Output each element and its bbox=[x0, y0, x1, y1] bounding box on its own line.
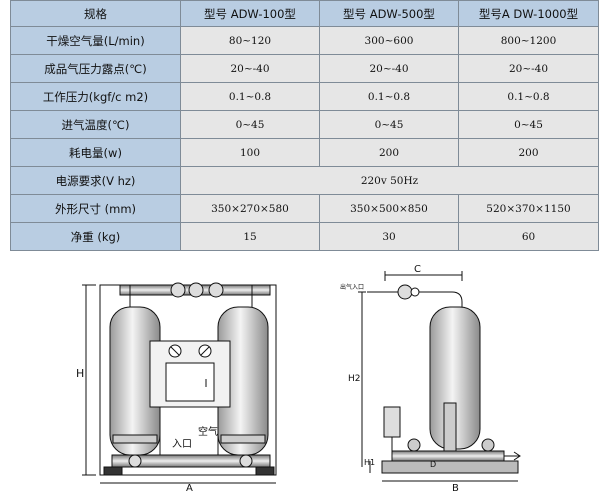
table-cell: 200 bbox=[458, 138, 599, 167]
table-cell: 0~45 bbox=[180, 110, 320, 139]
inlet-label-bottom: 入口 bbox=[172, 439, 192, 450]
table-header-row: 规格 型号 ADW-100型 型号 ADW-500型 型号A DW-1000型 bbox=[10, 0, 599, 27]
table-cell: 30 bbox=[319, 222, 459, 251]
table-cell: 0~45 bbox=[319, 110, 459, 139]
table-row: 外形尺寸 (mm) 350×270×580 350×500×850 520×37… bbox=[10, 194, 599, 223]
front-view-drawing bbox=[82, 282, 277, 484]
table-row: 耗电量(w) 100 200 200 bbox=[10, 138, 599, 167]
side-base-label: H1 bbox=[364, 458, 375, 467]
row-label: 成品气压力露点(℃) bbox=[10, 54, 181, 83]
table-cell: 0.1~0.8 bbox=[458, 82, 599, 111]
header-adw1000: 型号A DW-1000型 bbox=[458, 0, 599, 27]
row-label: 耗电量(w) bbox=[10, 138, 181, 167]
row-label: 净重 (kg) bbox=[10, 222, 181, 251]
table-row: 成品气压力露点(℃) 20~-40 20~-40 20~-40 bbox=[10, 54, 599, 83]
table-row: 进气温度(℃) 0~45 0~45 0~45 bbox=[10, 110, 599, 139]
table-cell: 0.1~0.8 bbox=[319, 82, 459, 111]
side-view-drawing bbox=[358, 271, 521, 482]
header-adw100: 型号 ADW-100型 bbox=[180, 0, 320, 27]
header-spec: 规格 bbox=[10, 0, 181, 27]
row-label: 外形尺寸 (mm) bbox=[10, 194, 181, 223]
table-cell: 350×500×850 bbox=[319, 194, 459, 223]
header-adw500: 型号 ADW-500型 bbox=[319, 0, 459, 27]
table-cell: 20~-40 bbox=[180, 54, 320, 83]
front-height-label: H bbox=[76, 367, 84, 380]
row-label: 电源要求(V hz) bbox=[10, 166, 181, 195]
table-row: 工作压力(kgf/c m2) 0.1~0.8 0.1~0.8 0.1~0.8 bbox=[10, 82, 599, 111]
table-cell: 100 bbox=[180, 138, 320, 167]
side-width-label: B bbox=[452, 483, 459, 494]
side-d-label: D bbox=[430, 460, 436, 469]
row-label: 干燥空气量(L/min) bbox=[10, 26, 181, 55]
side-pipe-label: 出气入口 bbox=[340, 283, 364, 291]
table-cell: 200 bbox=[319, 138, 459, 167]
table-row: 电源要求(V hz) 220v 50Hz bbox=[10, 166, 599, 195]
table-cell: 15 bbox=[180, 222, 320, 251]
inlet-label-top: 空气 bbox=[198, 425, 218, 438]
merged-cell: 220v 50Hz bbox=[180, 166, 599, 195]
table-row: 干燥空气量(L/min) 80~120 300~600 800~1200 bbox=[10, 26, 599, 55]
table-cell: 80~120 bbox=[180, 26, 320, 55]
front-width-label: A bbox=[186, 483, 193, 494]
table-cell: 520×370×1150 bbox=[458, 194, 599, 223]
table-cell: 60 bbox=[458, 222, 599, 251]
table-cell: 20~-40 bbox=[319, 54, 459, 83]
table-cell: 350×270×580 bbox=[180, 194, 320, 223]
row-label: 进气温度(℃) bbox=[10, 110, 181, 139]
table-row: 净重 (kg) 15 30 60 bbox=[10, 222, 599, 251]
equipment-drawings: H A 空气 入口 C H2 bbox=[76, 264, 521, 494]
table-cell: 20~-40 bbox=[458, 54, 599, 83]
table-cell: 300~600 bbox=[319, 26, 459, 55]
spec-table: 规格 型号 ADW-100型 型号 ADW-500型 型号A DW-1000型 … bbox=[10, 0, 599, 251]
row-label: 工作压力(kgf/c m2) bbox=[10, 82, 181, 111]
side-top-label: C bbox=[414, 264, 421, 275]
table-cell: 800~1200 bbox=[458, 26, 599, 55]
side-height-label: H2 bbox=[348, 374, 361, 384]
table-cell: 0.1~0.8 bbox=[180, 82, 320, 111]
table-cell: 0~45 bbox=[458, 110, 599, 139]
